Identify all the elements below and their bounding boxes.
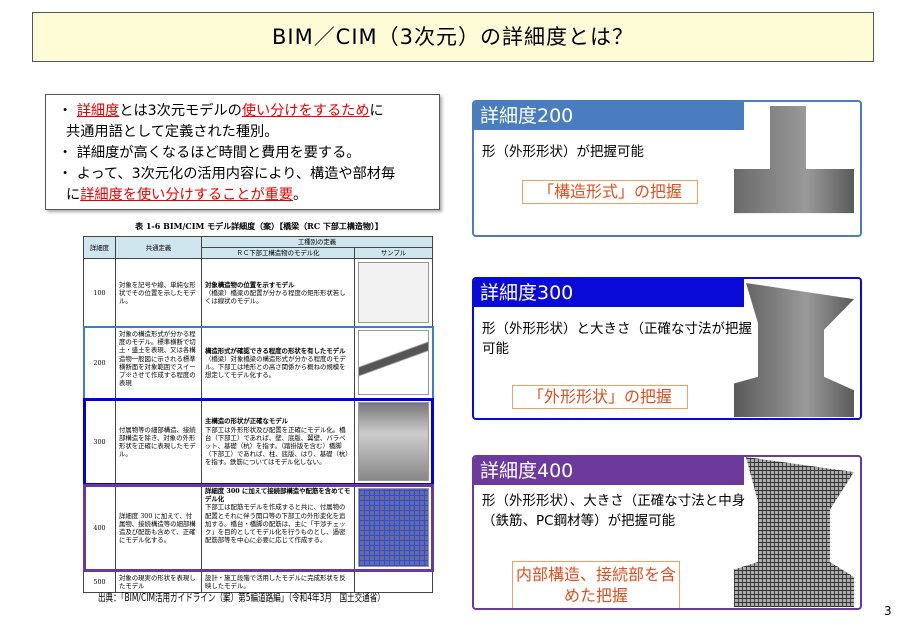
model-image — [734, 283, 854, 417]
cell-rc: 構造形式が確認できる程度の形状を有したモデル（橋梁）対象橋梁の構造形式が分かる程… — [201, 326, 355, 400]
panel-heading: 詳細度400 — [474, 457, 744, 485]
sample-image — [358, 262, 429, 324]
bullet-2: ・ 詳細度が高くなるほど時間と費用を要する。 — [58, 145, 361, 161]
bullet-text: とは3次元モデルの — [119, 103, 242, 119]
sample-image — [358, 330, 429, 396]
header-rc: ＲＣ下部工構造物のモデル化 — [201, 247, 355, 260]
cell-level: 200 — [83, 326, 116, 400]
panel-description: 形（外形形状）が把握可能 — [482, 144, 644, 160]
header-group: 工種別の定義 — [201, 235, 433, 249]
cell-common: 対象の現実の形状を表現したモデル — [115, 570, 202, 594]
bullet-1-line-2: 共通用語として定義された種別。 — [66, 124, 279, 140]
highlight-text: 詳細度 — [76, 103, 120, 119]
panel-tag: 内部構造、接続部を含めた把握 — [512, 561, 680, 608]
slide-title: BIM／CIM（3次元）の詳細度とは？ — [32, 12, 874, 62]
page-number: 3 — [884, 604, 892, 618]
cell-common: 詳細度 300 に加えて、付属物、接続構造等の細部構造及び配筋も含めて、正確にモ… — [115, 484, 202, 572]
cell-rc: 設計・施工段階で活用したモデルに完成形状を反映したモデル。 — [201, 570, 355, 594]
header-sample: サンプル — [354, 247, 433, 260]
sample-image — [358, 488, 429, 568]
header-common: 共通定義 — [115, 235, 202, 260]
bullet-3-line-2: に詳細度を使い分けすることが重要。 — [58, 185, 429, 206]
highlight-text: 詳細度を使い分けすることが重要 — [80, 187, 294, 203]
model-image — [734, 106, 854, 214]
sample-image — [358, 402, 429, 482]
cell-common: 対象を記号や線、単純な形状でその位置を示したモデル。 — [115, 258, 202, 328]
bullet-box: ・ 詳細度とは3次元モデルの使い分けをするために 共通用語として定義された種別。… — [45, 94, 440, 210]
bullet-text: 。 — [293, 187, 308, 203]
cell-common: 付属物等の細部構造、接続部構造を除き、対象の外形形状を正確に表現したモデル。 — [115, 398, 202, 486]
panel-tag: 「構造形式」の把握 — [522, 180, 698, 204]
table-caption: 表 1-6 BIM/CIM モデル詳細度（案）【橋梁（RC 下部工構造物）】 — [135, 221, 383, 231]
cell-rc: 詳細度 300 に加えて接続部構造や配筋を含めてモデル化下部工は配筋モデルを作成… — [201, 484, 355, 572]
cell-level: 100 — [83, 258, 116, 328]
model-image — [734, 457, 854, 607]
bullet-text: に — [66, 187, 81, 203]
header-level: 詳細度 — [83, 235, 116, 260]
panel-lod-200: 詳細度200 形（外形形状）が把握可能 「構造形式」の把握 — [472, 100, 862, 237]
cell-rc: 主構造の形状が正確なモデル下部工は外形形状及び配置を正確にモデル化。橋台（下部工… — [201, 398, 355, 486]
panel-tag: 「外形形状」の把握 — [512, 385, 688, 409]
bullet-1: ・ 詳細度とは3次元モデルの使い分けをするために — [58, 101, 429, 122]
panel-heading: 詳細度300 — [474, 279, 744, 307]
cell-common: 対象の構造形式が分かる程度のモデル。標準横断で切土・盛土を表現、又は各構造物一般… — [115, 326, 202, 400]
source-citation: 出典：「BIM/CIM活用ガイドライン（案）第5編道路編」（令和4年3月 国土交… — [98, 592, 385, 604]
cell-level: 300 — [83, 398, 116, 486]
highlight-text: 使い分けをするため — [241, 103, 370, 119]
panel-description: 形（外形形状）と大きさ（正確な寸法が把握可能 — [482, 321, 752, 357]
bullet-3: ・ よって、3次元化の活用内容により、構造や部材毎 — [58, 166, 396, 182]
cell-rc: 対象構造物の位置を示すモデル（橋梁）橋梁の配置が分かる程度の矩形形状若しくは線状… — [201, 258, 355, 328]
panel-lod-300: 詳細度300 形（外形形状）と大きさ（正確な寸法が把握可能 「外形形状」の把握 — [472, 277, 862, 420]
bullet-text: ・ — [58, 103, 77, 119]
panel-description: 形（外形形状）、大きさ（正確な寸法と中身（鉄筋、PC鋼材等）が把握可能 — [482, 493, 746, 529]
cell-level: 500 — [83, 570, 116, 594]
panel-heading: 詳細度200 — [474, 102, 744, 130]
cell-level: 400 — [83, 484, 116, 572]
panel-lod-400: 詳細度400 形（外形形状）、大きさ（正確な寸法と中身（鉄筋、PC鋼材等）が把握… — [472, 455, 862, 610]
bullet-text: に — [369, 103, 384, 119]
